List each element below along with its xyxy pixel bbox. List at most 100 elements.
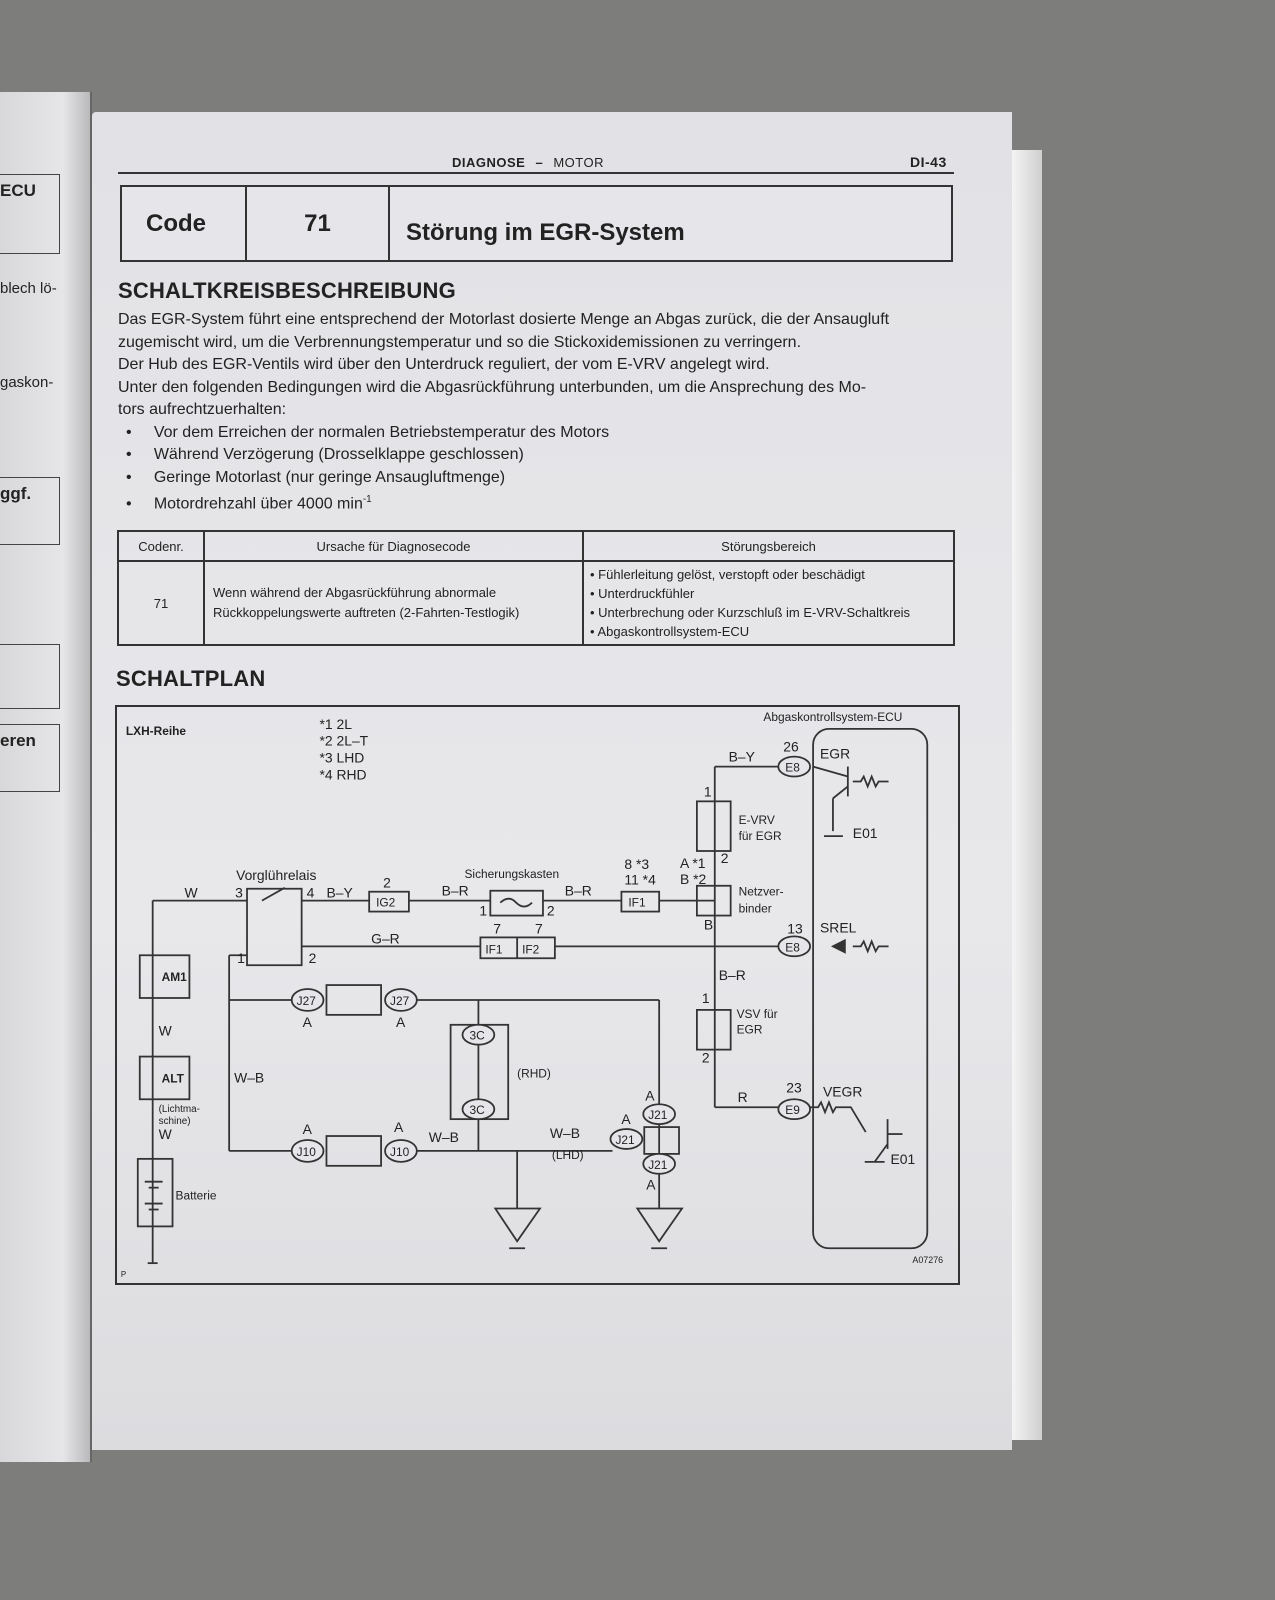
diagram-label: W [184,885,198,901]
page-number: DI-43 [910,154,947,170]
diagram-label: IF1 [485,942,503,956]
diagram-label: E8 [785,940,800,954]
area-item: Abgaskontrollsystem-ECU [597,624,750,639]
j10-junction [325,1135,382,1167]
fragment: ECU [0,181,36,200]
diagram-label: W–B [429,1129,459,1145]
diagram-label: B–Y [729,749,755,765]
text-line: Das EGR-System führt eine entsprechend d… [118,311,890,328]
diagram-label: SREL [820,919,857,935]
diagram-label: Batterie [176,1189,217,1203]
description-text: Das EGR-System führt eine entsprechend d… [118,309,958,516]
text-line: zugemischt wird, um die Verbrennungstemp… [118,333,802,351]
bullet-text: Vor dem Erreichen der normalen Betriebst… [153,423,610,441]
note: *1 2L [320,716,353,732]
diagram-label: 3C [469,1029,485,1043]
superscript: -1 [362,494,372,505]
bullet-item: • Vor dem Erreichen der normalen Betrieb… [126,423,610,441]
left-box: ECU [0,174,60,254]
bullet-text: Während Verzögerung (Drosselklappe gesch… [153,446,524,463]
fragment: eren [0,731,36,750]
header-separator: – [535,155,544,170]
connector-ovals [290,755,812,1175]
diagram-label: B *2 [680,871,707,887]
diagram-label: W–B [550,1125,580,1141]
column-header: Codenr. [117,530,205,562]
table-header-row: Codenr. Ursache für Diagnosecode Störung… [117,530,955,562]
diagram-label: 7 [493,920,501,936]
diagram-label: A [645,1087,655,1103]
diagram-label: 2 [702,1050,710,1066]
diagram-label: 2 [309,950,317,966]
table-row: 71 Wenn während der Abgasrückführung abn… [117,560,955,646]
left-page: ECU blech lö- gaskon- ggf. eren [0,92,92,1462]
area-cell: • Fühlerleitung gelöst, verstopft oder b… [582,560,955,646]
diagram-label: AM1 [162,970,188,984]
bullet-item: • Geringe Motorlast (nur geringe Ansaugl… [126,468,506,486]
page-edge [1012,150,1042,1440]
diagram-label: P [121,1270,126,1279]
j21-junction [643,1126,680,1155]
left-box: ggf. [0,477,60,545]
ig2-connector [368,890,410,913]
diagram-label: VSV für [737,1007,778,1021]
diagram-label: E9 [785,1103,800,1117]
code-cell: 71 [117,560,205,646]
area-item: Fühlerleitung gelöst, verstopft oder bes… [598,567,865,582]
column-header: Ursache für Diagnosecode [203,530,584,562]
diagram-label: J27 [297,994,317,1008]
diagram-label: (Lichtma- [159,1104,200,1115]
diagram-label: 3 [235,885,243,901]
left-box [0,644,60,709]
note: *4 RHD [320,766,367,782]
evrv-solenoid [695,800,732,852]
diagram-label: J10 [297,1145,317,1159]
diagram-label: R [738,1089,748,1105]
column-header: Störungsbereich [582,530,955,562]
diagram-label: 1 [237,950,245,966]
diagram-label: Netzver- [739,885,784,899]
diagram-label: 2 [721,850,729,866]
bullet-item: • Motordrehzahl über 4000 min-1 [126,494,372,513]
diagram-label: J21 [615,1133,635,1147]
cause-cell: Wenn während der Abgasrückführung abnorm… [203,560,584,646]
fragment: blech lö- [0,280,57,297]
bullet-text: Geringe Motorlast (nur geringe Ansaugluf… [153,468,506,486]
wiring-diagram: LXH-Reihe *1 2L *2 2L–T *3 LHD *4 RHD Ab… [115,705,960,1285]
diagram-label: 13 [787,920,803,936]
diagram-label: 11 *4 [624,872,656,888]
diagram-label: A [303,1121,313,1137]
code-title: Störung im EGR-System [406,218,685,246]
diagram-label: J21 [648,1158,668,1172]
diagnosis-table: Codenr. Ursache für Diagnosecode Störung… [117,530,955,646]
diagram-label: ALT [162,1071,185,1085]
diagram-label: B–Y [326,885,352,901]
diagram-label: VEGR [823,1083,862,1099]
diagram-label: B–R [719,967,746,983]
section-heading: SCHALTKREISBESCHREIBUNG [118,278,456,303]
diagram-label: A [303,1014,313,1030]
diagram-label: 23 [786,1079,802,1095]
diagram-label: (RHD) [517,1066,551,1080]
diagram-label: J21 [648,1108,668,1122]
fragment: ggf. [0,484,32,503]
diagram-label: 26 [783,739,799,755]
diagram-label: 1 [479,903,487,919]
diagram-label: A [396,1014,406,1030]
diagram-label: A07276 [912,1255,943,1265]
header-subsection: MOTOR [553,155,604,170]
diagram-label: E01 [853,825,878,841]
code-label: Code [122,187,247,260]
ecu-label: Abgaskontrollsystem-ECU [763,710,902,724]
diagram-label: 2 [547,903,555,919]
junction-connector [695,884,732,917]
vsv-solenoid [695,1009,732,1051]
note: *3 LHD [320,750,365,766]
header-section: DIAGNOSE [452,155,526,170]
diagram-label: 4 [307,885,315,901]
diagram-label: J10 [390,1145,410,1159]
diagram-label: E8 [785,761,800,775]
wiring-diagram-svg: LXH-Reihe *1 2L *2 2L–T *3 LHD *4 RHD Ab… [121,710,943,1279]
diagram-label: 1 [704,783,712,799]
